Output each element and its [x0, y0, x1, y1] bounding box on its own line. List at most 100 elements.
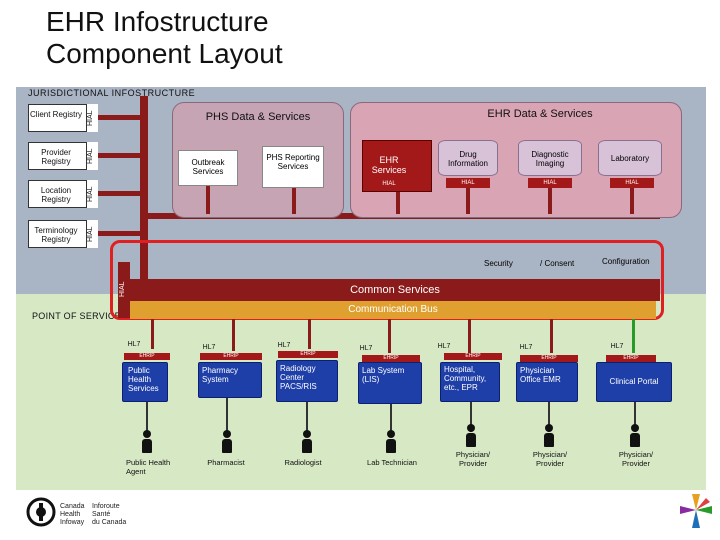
infoway-logo-icon: [26, 497, 56, 527]
client-registry-hial: [86, 104, 98, 132]
provider-registry-hial: [86, 142, 98, 170]
radiologist-icon: [302, 430, 312, 453]
pos-link-4: [388, 319, 391, 353]
footer-org-english: Canada Health Infoway: [60, 503, 85, 527]
pos-system-5-connector: [470, 402, 472, 432]
jurisdictional-label: JURISDICTIONAL INFOSTRUCTURE: [28, 88, 196, 98]
terminology-registry-label: Terminology Registry: [34, 226, 78, 244]
ehrip-tag-3: EHRIP: [278, 351, 338, 358]
pos-system-1-connector: [146, 402, 148, 434]
public-health-agent-icon: [142, 430, 152, 453]
laboratory-label: Laboratory: [610, 154, 650, 163]
pos-system-2-connector: [226, 398, 228, 432]
hl7-label-7: HL7: [610, 343, 624, 350]
security-label: Security: [484, 259, 513, 268]
laboratory-store: [598, 140, 662, 176]
pos-system-3-connector: [306, 402, 308, 432]
physician-provider-icon-3: [630, 424, 640, 447]
phs-reporting-services-label: PHS Reporting Services: [266, 153, 320, 171]
hl7-label-2: HL7: [202, 344, 216, 351]
laboratory-link: [630, 188, 634, 214]
pos-system-6: [516, 362, 578, 402]
pos-system-7: [596, 362, 672, 402]
provider-registry-hial-label: HIAL: [87, 148, 94, 164]
pos-system-7-label: Clinical Portal: [609, 377, 659, 386]
ehrip-tag-7: EHRIP: [606, 355, 656, 362]
ehrip-tag-6: EHRIP: [520, 355, 578, 362]
terminology-registry-hial: [86, 220, 98, 248]
pos-actor-5: Physician/ Provider: [455, 450, 491, 468]
ehr-services-hial: HIAL: [382, 181, 396, 187]
diagnostic-imaging-hial: HIAL: [528, 178, 572, 188]
drug-information-hial: HIAL: [446, 178, 490, 188]
terminology-registry-link: [98, 231, 140, 236]
hl7-label-4: HL7: [359, 345, 373, 352]
pos-system-7-connector: [634, 402, 636, 432]
pos-system-4-label: Lab System (LIS): [362, 366, 405, 384]
ehrip-tag-2: EHRIP: [200, 353, 262, 360]
footer-org-en-2: Health: [60, 511, 81, 518]
diagnostic-imaging-store: [518, 140, 582, 176]
hial-vertical-label: HIAL: [119, 281, 126, 297]
pos-system-4-connector: [390, 404, 392, 432]
hl7-label-5: HL7: [437, 343, 451, 350]
footer-org-en-1: Canada: [60, 503, 85, 510]
location-registry-label: Location Registry: [40, 186, 72, 204]
pos-system-1: [122, 362, 168, 402]
registry-bus-vertical: [140, 96, 148, 296]
hial-vertical-bar: [118, 262, 130, 318]
pos-system-6-label: Physician Office EMR: [520, 366, 561, 384]
pos-system-4: [358, 362, 422, 404]
pos-system-5-label: Hospital, Community, etc., EPR: [444, 365, 487, 392]
pos-system-6-connector: [548, 402, 550, 432]
pos-system-2-label: Pharmacy System: [202, 366, 239, 384]
hl7-label-1: HL7: [127, 341, 141, 348]
pos-actor-1: Public Health Agent: [126, 458, 171, 476]
ehrip-tag-5: EHRIP: [444, 353, 502, 360]
laboratory-hial: HIAL: [610, 178, 654, 188]
point-of-service-label: POINT OF SERVICE: [32, 311, 121, 321]
pos-system-3-label: Radiology Center PACS/RIS: [280, 364, 317, 391]
pos-actor-7: Physician/ Provider: [618, 450, 654, 468]
consent-label: / Consent: [540, 259, 575, 268]
pharmacist-icon: [222, 430, 232, 453]
pos-system-3: [276, 360, 338, 402]
provider-registry-label: Provider Registry: [41, 148, 71, 166]
drug-link: [466, 188, 470, 214]
location-registry-hial-label: HIAL: [87, 186, 94, 202]
pinwheel-decoration-icon: [680, 494, 712, 528]
pos-actor-2: Pharmacist: [207, 458, 245, 467]
hl7-label-3: HL7: [277, 342, 291, 349]
footer-org-french: Inforoute Santé du Canada: [92, 503, 126, 527]
ehr-title: EHR Data & Services: [487, 108, 593, 120]
location-registry-hial: [86, 180, 98, 208]
pos-system-1-label: Public Health Services: [128, 366, 159, 393]
ehr-services-label: EHR Services: [371, 155, 407, 175]
lab-technician-icon: [386, 430, 396, 453]
hl7-label-6: HL7: [519, 344, 533, 351]
drug-information-store: [438, 140, 498, 176]
ehr-services-link: [396, 192, 400, 214]
pos-link-2: [232, 319, 235, 351]
communication-bus-bar: Communication Bus: [130, 301, 656, 319]
diagnostic-link: [548, 188, 552, 214]
outbreak-services: [178, 150, 238, 186]
physician-provider-icon-2: [544, 424, 554, 447]
configuration-label: Configuration: [602, 257, 650, 266]
page-title: EHR Infostructure Component Layout: [46, 6, 283, 69]
footer-org-fr-3: du Canada: [92, 519, 127, 526]
pos-system-2: [198, 362, 262, 398]
pos-link-5: [468, 319, 471, 353]
outbreak-link: [206, 186, 210, 214]
location-registry-link: [98, 191, 140, 196]
phs-reporting-services: [262, 146, 324, 188]
footer-org-fr-1: Inforoute: [92, 503, 120, 510]
client-registry-hial-label: HIAL: [87, 110, 94, 126]
phs-title: PHS Data & Services: [205, 111, 311, 123]
footer-org-en-3: Infoway: [60, 519, 85, 526]
pos-actor-4: Lab Technician: [367, 458, 417, 467]
client-registry-label: Client Registry: [30, 110, 83, 119]
common-services-bar: Common Services: [130, 279, 660, 301]
pos-actor-3: Radiologist: [284, 458, 322, 467]
ehrip-tag-4: EHRIP: [362, 355, 420, 362]
